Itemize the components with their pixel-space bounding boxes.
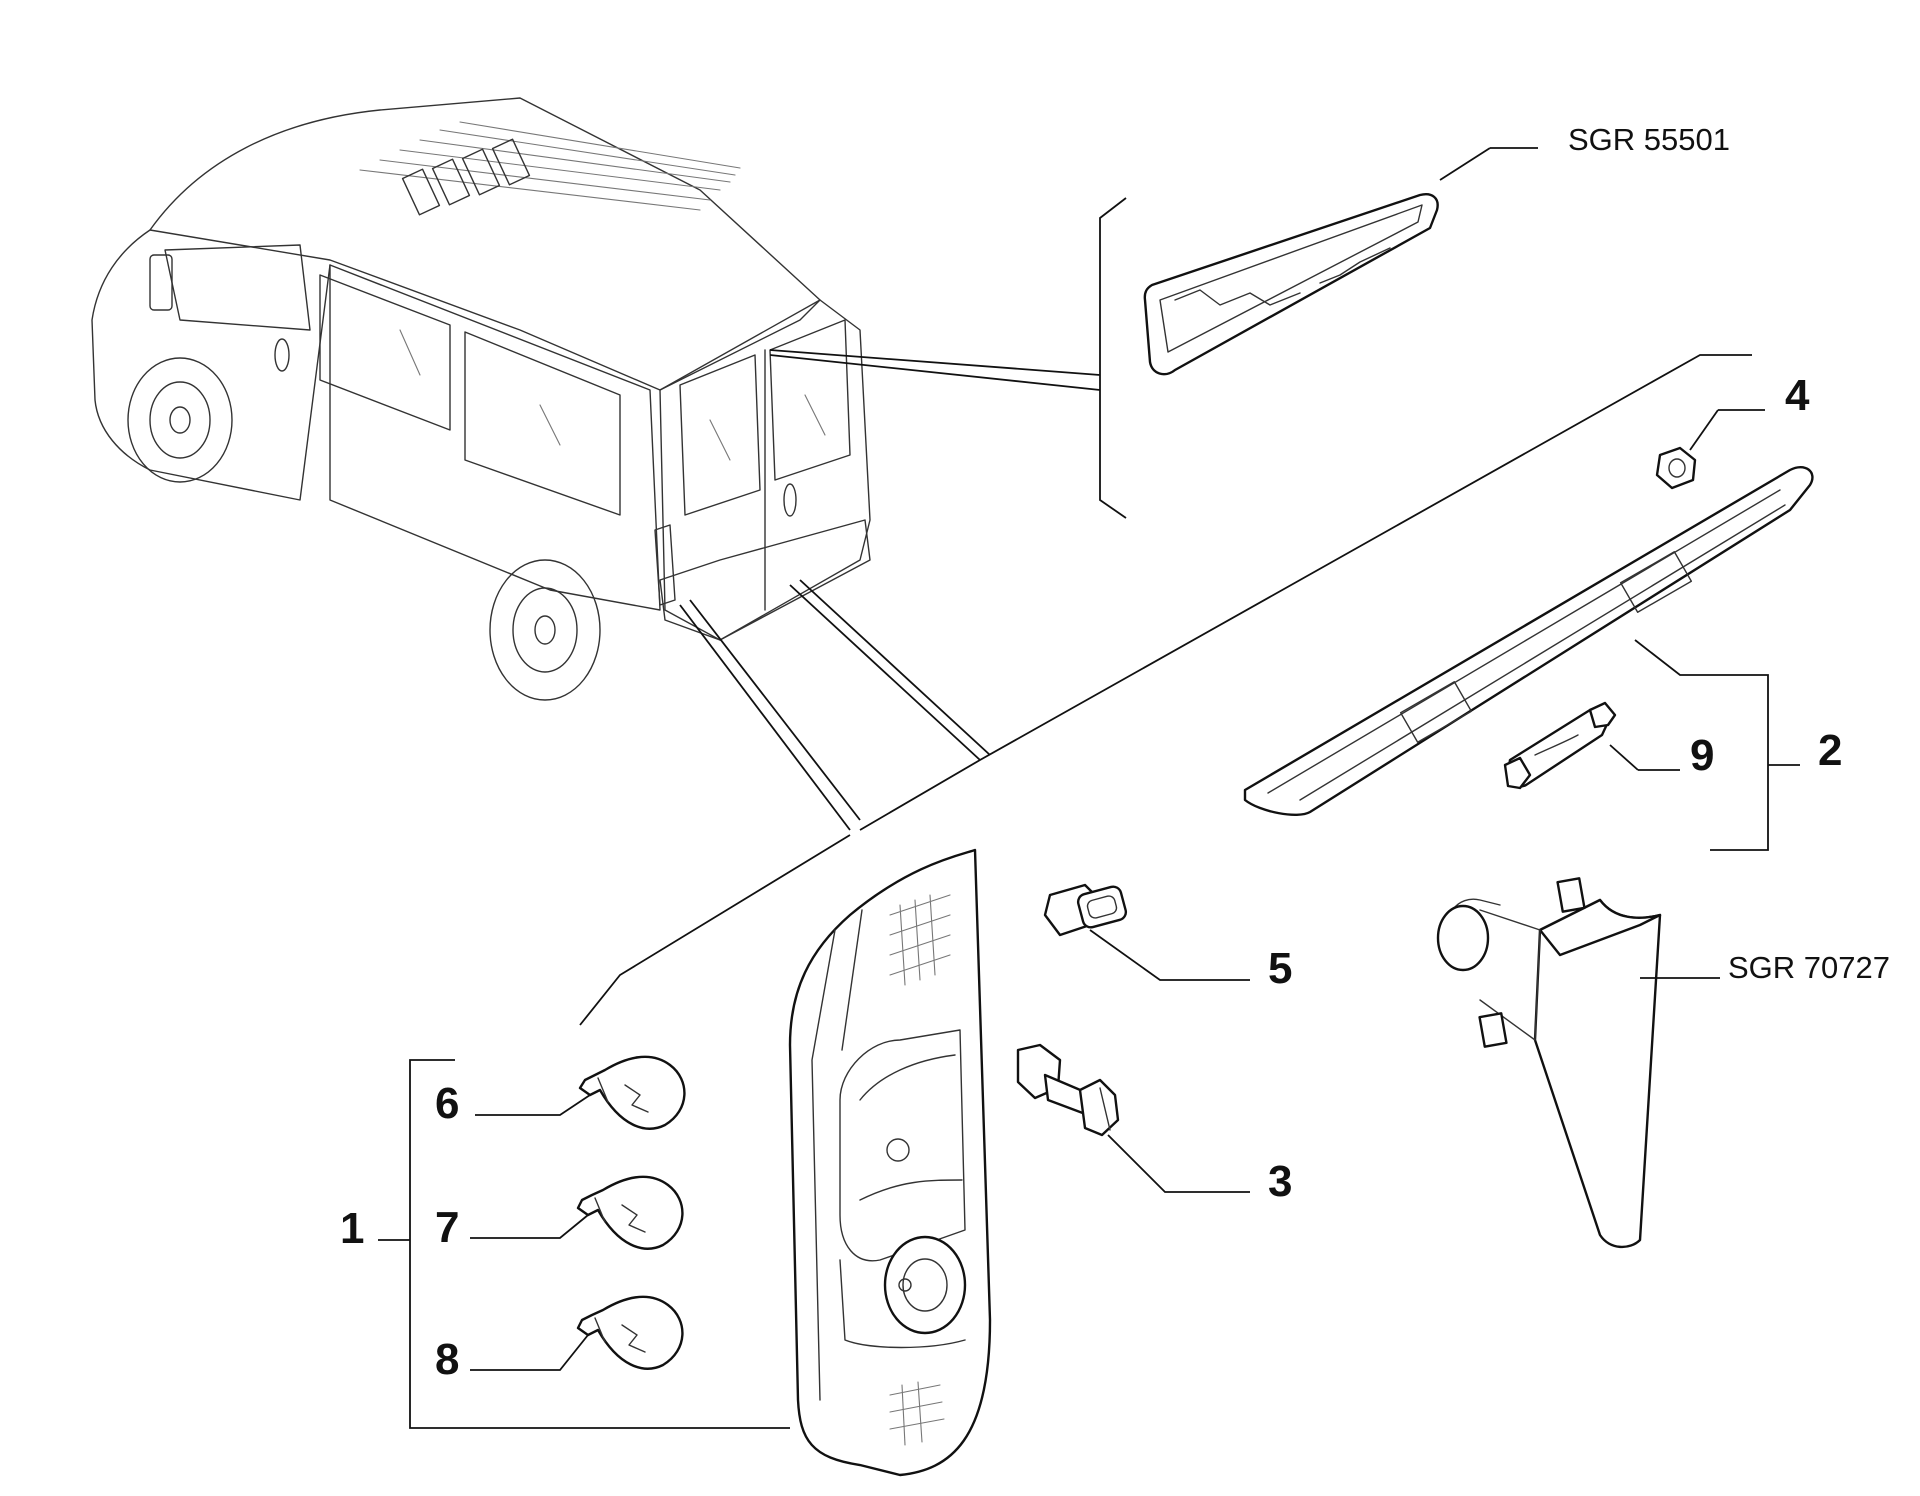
part-2-plate-light: 2 — [1243, 465, 1842, 851]
part-6-bulb: 6 — [435, 1055, 686, 1130]
part-8-bulb: 8 — [435, 1295, 684, 1384]
part-7-bulb: 7 — [435, 1175, 684, 1252]
part-1-rear-lamp: 1 — [340, 848, 992, 1477]
part-9-festoon-bulb: 9 — [1503, 701, 1714, 790]
part-number-4: 4 — [1785, 371, 1810, 420]
part-number-5: 5 — [1268, 944, 1292, 993]
ref-label-sgr-70727: SGR 70727 — [1728, 950, 1890, 985]
part-number-6: 6 — [435, 1079, 459, 1128]
part-number-8: 8 — [435, 1335, 459, 1384]
part-number-9: 9 — [1690, 731, 1714, 780]
side-marker-light: SGR 70727 — [1436, 877, 1890, 1249]
van-illustration — [91, 97, 871, 701]
part-number-7: 7 — [435, 1203, 459, 1252]
part-4-nut: 4 — [1655, 371, 1810, 490]
ref-label-sgr-55501: SGR 55501 — [1568, 122, 1730, 157]
part-3-screw: 3 — [1016, 1043, 1292, 1206]
third-brake-light: SGR 55501 — [1099, 122, 1730, 519]
leader-lines — [579, 349, 1752, 1026]
part-number-3: 3 — [1268, 1157, 1292, 1206]
part-number-2: 2 — [1818, 726, 1842, 775]
part-number-1: 1 — [340, 1204, 364, 1253]
part-5-clip: 5 — [1043, 883, 1292, 993]
